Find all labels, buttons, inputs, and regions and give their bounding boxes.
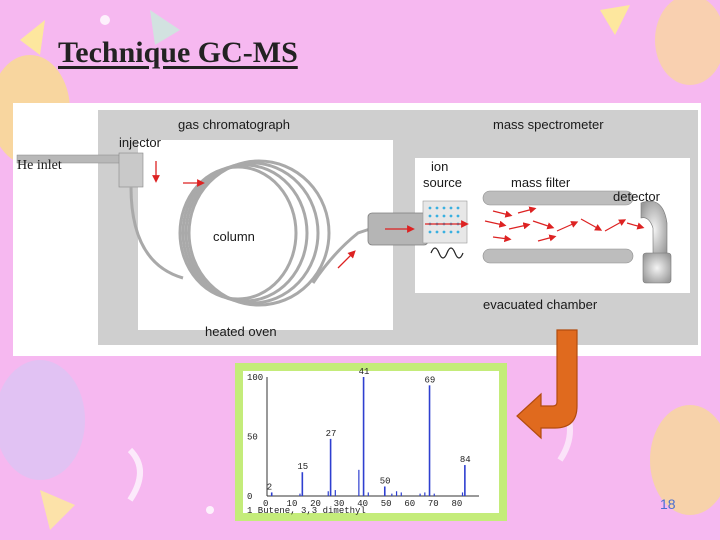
x-tick-label: 40 <box>357 499 368 509</box>
slide-title: Technique GC-MS <box>58 36 298 69</box>
spectrum-peak-label: 84 <box>460 455 471 465</box>
spectrum-peak-label: 69 <box>425 375 436 385</box>
label-gas-chromatograph: gas chromatograph <box>178 117 290 132</box>
gcms-diagram: gas chromatograph mass spectrometer inje… <box>13 103 701 356</box>
y-tick-label: 50 <box>247 433 258 443</box>
y-tick-label: 100 <box>247 373 263 383</box>
mass-filter-rod-bottom <box>482 248 634 264</box>
x-tick-label: 60 <box>404 499 415 509</box>
spectrum-peak-label: 15 <box>297 462 308 472</box>
x-tick-label: 30 <box>334 499 345 509</box>
label-evacuated-chamber: evacuated chamber <box>483 297 598 312</box>
spectrum-caption: 1 Butene, 3,3 dimethyl <box>247 506 366 516</box>
y-tick-label: 0 <box>247 492 252 502</box>
x-tick-label: 0 <box>263 499 268 509</box>
label-detector: detector <box>613 189 661 204</box>
mass-spectrum: 100 50 0 0 10 20 30 40 50 60 70 80 2 15 27 41 50 69 84 1 … <box>235 363 507 521</box>
spectrum-peak-label: 2 <box>267 482 272 492</box>
x-tick-label: 70 <box>428 499 439 509</box>
x-tick-label: 10 <box>287 499 298 509</box>
injector <box>118 152 144 188</box>
page-number: 18 <box>660 496 676 512</box>
label-heated-oven: heated oven <box>205 324 277 339</box>
x-tick-label: 50 <box>381 499 392 509</box>
filament-icon <box>430 247 464 259</box>
label-injector: injector <box>119 135 162 150</box>
x-tick-label: 20 <box>310 499 321 509</box>
label-he-inlet: He inlet <box>17 158 62 173</box>
spectrum-peak-label: 27 <box>326 429 337 439</box>
spectrum-peak-label: 41 <box>359 367 370 377</box>
label-column: column <box>213 229 255 244</box>
label-source: source <box>423 175 462 190</box>
spectrum-peak-label: 50 <box>380 476 391 486</box>
label-mass-spectrometer: mass spectrometer <box>493 117 604 132</box>
label-ion: ion <box>431 159 448 174</box>
label-mass-filter: mass filter <box>511 175 571 190</box>
curved-arrow-icon <box>516 329 578 440</box>
mass-filter-rod-top <box>482 190 634 206</box>
coiled-column <box>129 159 374 307</box>
x-tick-label: 80 <box>451 499 462 509</box>
